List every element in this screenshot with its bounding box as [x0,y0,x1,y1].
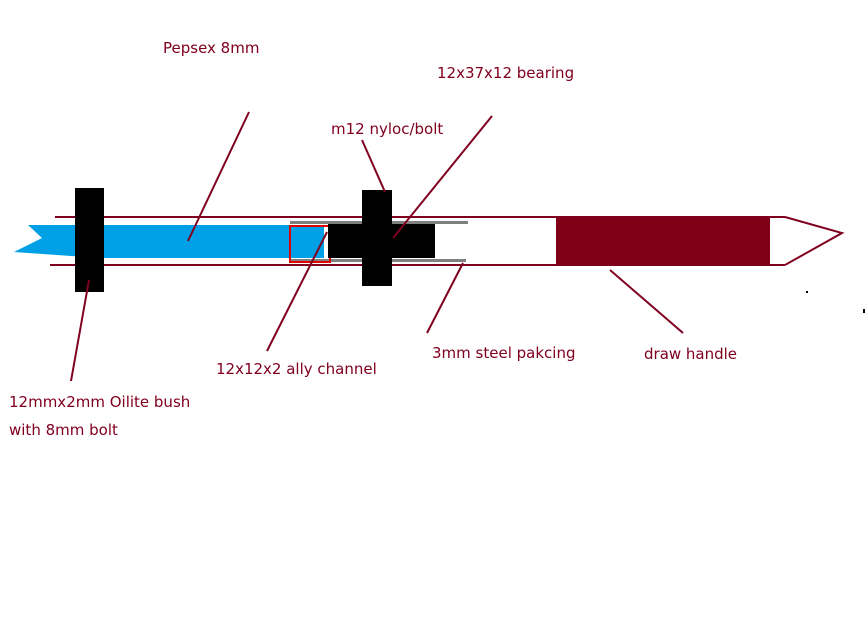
pepsex-tube [14,225,324,258]
steel-packing-leader [426,262,464,334]
bearing [328,224,435,258]
handle-tip [784,216,845,266]
draw-handle-leader [609,269,684,334]
label-pepsex: Pepsex 8mm [163,39,260,57]
label-steel-packing: 3mm steel pakcing [432,344,576,362]
label-draw-handle: draw handle [644,345,738,363]
label-oilite-line1: 12mmx2mm Oilite bush [9,393,191,411]
oilite-bush [75,188,104,292]
pepsex-leader [187,111,250,242]
label-bearing: 12x37x12 bearing [437,64,575,82]
draw-handle [556,218,770,265]
stray-dot [806,291,808,293]
stray-mark [863,309,865,313]
ally-channel-leader [266,231,328,352]
label-ally-channel: 12x12x2 ally channel [216,360,377,378]
oilite-leader [70,279,90,382]
nyloc-leader [361,139,386,193]
label-nyloc: m12 nyloc/bolt [331,120,444,138]
label-oilite-line2: with 8mm bolt [9,421,118,439]
bearing-leader [392,115,493,239]
